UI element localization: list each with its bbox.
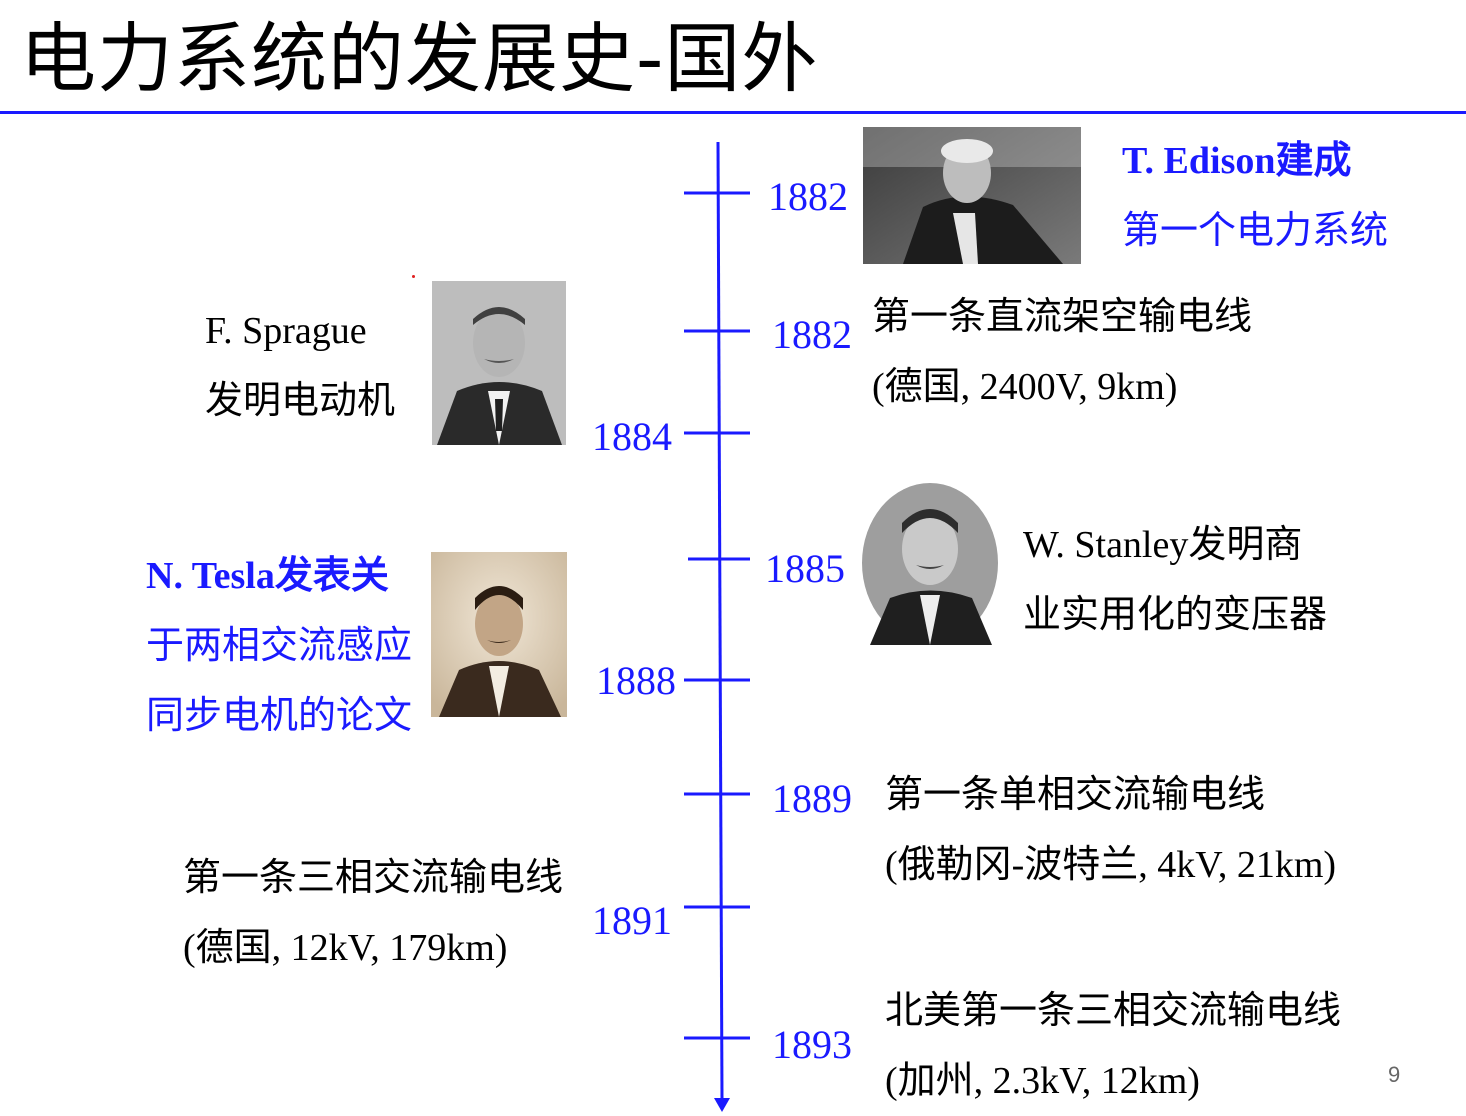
edison-text-line2: 第一个电力系统 [1122,210,1389,252]
timeline-axis [716,141,724,1101]
edison-text-line1: T. Edison建成 [1122,140,1352,182]
three-phase-na-text-line1: 北美第一条三相交流输电线 [885,990,1342,1032]
single-phase-text-line2: (俄勒冈-波特兰, 4kV, 21km) [885,844,1337,886]
stanley-portrait [860,483,1001,645]
tesla-text-line1: N. Tesla发表关 [146,555,389,597]
timeline-arrow-icon [714,1098,730,1112]
sprague-portrait [432,281,566,445]
year-label: 1889 [772,776,852,821]
year-label: 1891 [592,898,672,943]
page-title: 电力系统的发展史-国外 [20,14,819,103]
single-phase-text-line1: 第一条单相交流输电线 [885,774,1266,816]
stanley-text-line1: W. Stanley发明商 [1023,524,1303,566]
year-label: 1884 [592,414,672,459]
title-underline [0,111,1466,114]
stanley-text-line2: 业实用化的变压器 [1023,594,1328,636]
tesla-text-line3: 同步电机的论文 [146,695,413,737]
year-label: 1882 [772,312,852,357]
dc-line-text-line1: 第一条直流架空输电线 [872,296,1253,338]
sprague-text-line1: F. Sprague [205,310,367,352]
dc-line-text-line2: (德国, 2400V, 9km) [872,366,1178,408]
three-phase-na-text-line2: (加州, 2.3kV, 12km) [885,1060,1200,1102]
edison-portrait [863,127,1081,264]
page-number: 9 [1388,1062,1401,1087]
red-dot [412,275,415,278]
year-label: 1888 [596,658,676,703]
year-label: 1885 [765,546,845,591]
three-phase-de-text-line2: (德国, 12kV, 179km) [183,927,508,969]
year-label: 1882 [768,174,848,219]
tesla-portrait [431,552,567,717]
three-phase-de-text-line1: 第一条三相交流输电线 [183,857,564,899]
sprague-text-line2: 发明电动机 [205,380,396,422]
tesla-text-line2: 于两相交流感应 [146,625,413,667]
year-label: 1893 [772,1022,852,1067]
